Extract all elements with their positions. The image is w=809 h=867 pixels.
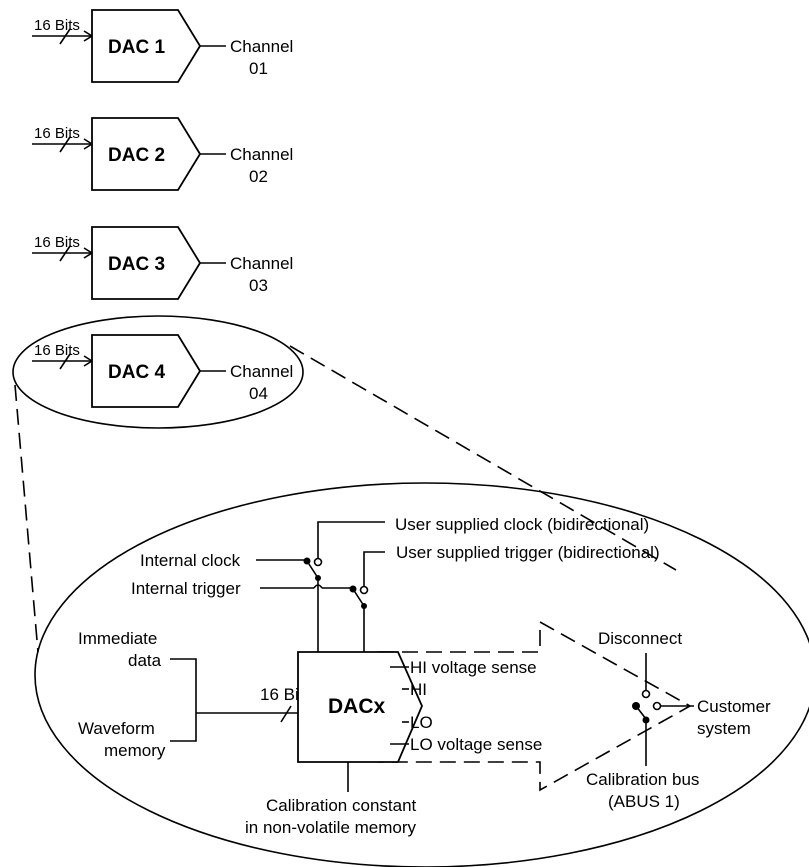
user-trigger-line [363,551,385,586]
disconnect-label: Disconnect [598,629,682,648]
dac-3-body [91,226,202,300]
dac-2-bus-slash [59,136,71,153]
user-clock-terminal [313,557,323,567]
dac-3-block: 16 Bits DAC 3 Channel 03 [32,226,293,300]
disconnect-terminal [641,689,651,699]
zoom-projection-left [14,384,39,653]
dac-1-bus-slash [59,28,71,45]
dac-2-input-label: 16 Bits [34,125,80,142]
user-clock-label: User supplied clock (bidirectional) [395,515,649,534]
clock-trigger-section: Internal clock User supplied clock (bidi… [131,515,660,652]
dacx-body [297,651,423,763]
dac-3-channel-number: 03 [249,276,268,295]
dac-4-channel-number: 04 [249,384,268,403]
customer-label-2: system [697,719,751,738]
dac-4-block: 16 Bits DAC 4 Channel 04 [32,334,293,408]
dac-4-name: DAC 4 [108,362,165,383]
dac-1-name: DAC 1 [108,37,165,58]
immediate-data-label-2: data [128,651,162,670]
dac-4-bus-slash [59,353,71,370]
user-trigger-label: User supplied trigger (bidirectional) [396,543,660,562]
hi-sense-label: HI voltage sense [410,658,537,677]
dac-1-channel-label: Channel [230,37,293,56]
user-clock-line [317,521,385,558]
zoom-source-ellipse [12,315,304,429]
dac-2-body [91,117,202,191]
calibration-label-2: in non-volatile memory [245,818,417,837]
lo-label: LO [410,713,433,732]
user-trigger-terminal [359,585,369,595]
dac-4-input-label: 16 Bits [34,342,80,359]
waveform-memory-label-2: memory [104,741,166,760]
dac-2-channel-number: 02 [249,167,268,186]
dac-2-channel-label: Channel [230,145,293,164]
waveform-memory-label-1: Waveform [78,719,155,738]
output-switch-section: Disconnect Customer system Calibration b… [586,629,771,811]
dac-2-block: 16 Bits DAC 2 Channel 02 [32,117,293,191]
dac-1-block: 16 Bits DAC 1 Channel 01 [32,9,293,83]
dac-1-input-label: 16 Bits [34,17,80,34]
dac-3-name: DAC 3 [108,254,165,275]
dac-3-input-label: 16 Bits [34,234,80,251]
dac-3-channel-label: Channel [230,254,293,273]
clock-switch-arm [306,560,319,579]
output-lines-section: HI voltage sense HI LO LO voltage sense [390,658,542,754]
dac-1-channel-number: 01 [249,59,268,78]
dac-1-body [91,9,202,83]
internal-clock-label: Internal clock [140,551,241,570]
trigger-switch-arm [352,588,365,607]
dac-4-channel-label: Channel [230,362,293,381]
trigger-crossover [313,584,323,589]
lo-sense-label: LO voltage sense [410,735,542,754]
calibration-label-1: Calibration constant [266,796,417,815]
customer-label-1: Customer [697,697,771,716]
cal-bus-label-1: Calibration bus [586,770,699,789]
sources-section: Immediate data Waveform memory 16 Bits [78,629,312,760]
cal-bus-label-2: (ABUS 1) [608,792,680,811]
zoom-detail-ellipse [34,482,809,867]
immediate-data-label-1: Immediate [78,629,157,648]
dac-4-body [91,334,202,408]
hi-label: HI [410,680,427,699]
internal-trigger-label: Internal trigger [131,579,241,598]
dac-3-bus-slash [59,245,71,262]
zoom-projection-right [289,345,677,571]
dacx-name: DACx [328,695,385,718]
source-bus-bracket [170,658,197,742]
dac-2-name: DAC 2 [108,145,165,166]
bus-slash [280,705,292,723]
switch-arm [635,705,647,720]
customer-terminal [652,701,662,711]
